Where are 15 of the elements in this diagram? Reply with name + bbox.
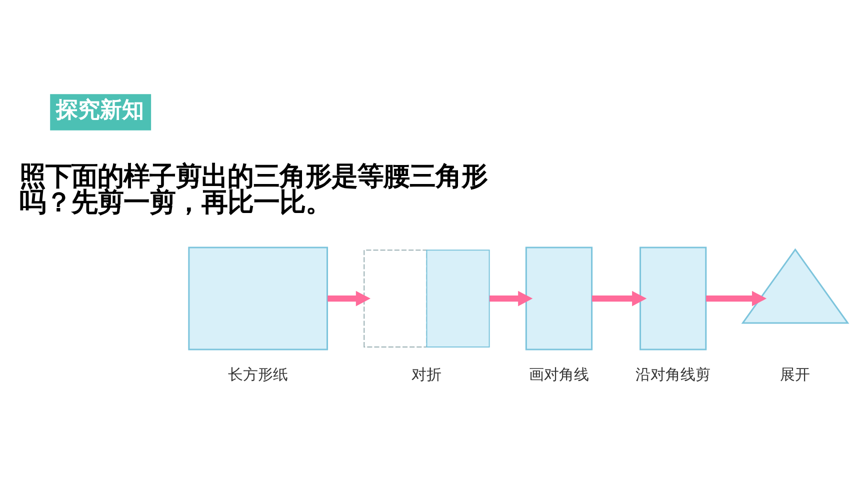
node-box — [525, 246, 593, 350]
node-triangle — [741, 248, 850, 324]
node-label: 沿对角线剪 — [636, 365, 711, 384]
label: 探究新知 — [56, 96, 144, 123]
node-box — [640, 246, 707, 350]
node-box — [188, 246, 328, 350]
node-label: 展开 — [780, 365, 810, 384]
arrow — [592, 290, 647, 306]
node-label: 画对角线 — [528, 365, 589, 384]
arrow — [706, 290, 767, 306]
node-label: 长方形纸 — [228, 365, 288, 384]
arrow — [490, 290, 533, 306]
arrow — [328, 290, 370, 306]
node-label: 对折 — [412, 365, 442, 384]
label: 照下面的样子剪出的三角形是等腰三角形吗？先剪一剪，再比一比。 — [19, 162, 488, 218]
